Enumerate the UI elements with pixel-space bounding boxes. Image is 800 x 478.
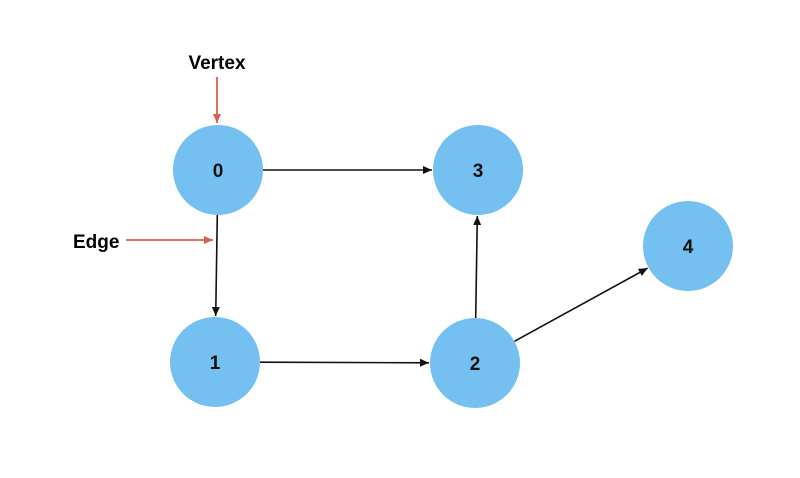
edge-0-to-1 (211, 214, 220, 317)
vertex-circle-0 (173, 125, 263, 215)
edges-layer (211, 166, 649, 367)
vertex-node-1: 1 (170, 317, 260, 407)
vertex-label-3: 3 (473, 161, 484, 182)
vertex-node-0: 0 (173, 125, 263, 215)
vertex-node-2: 2 (430, 318, 520, 408)
edge-2-to-3 (473, 215, 482, 319)
vertex-label-1: 1 (210, 353, 221, 374)
edge-1-to-2 (259, 358, 430, 367)
vertex-label-0: 0 (213, 161, 224, 182)
vertex-circle-1 (170, 317, 260, 407)
vertex-label-4: 4 (683, 237, 694, 258)
vertex-annotation-label: Vertex (188, 53, 245, 74)
annotations-layer: Vertex Edge (73, 53, 246, 253)
edge-annotation-label: Edge (73, 232, 119, 253)
nodes-layer: 0 3 4 1 2 (170, 125, 733, 408)
vertex-node-3: 3 (433, 125, 523, 215)
vertex-circle-2 (430, 318, 520, 408)
vertex-circle-3 (433, 125, 523, 215)
vertex-node-4: 4 (643, 201, 733, 291)
vertex-circle-4 (643, 201, 733, 291)
edge-2-to-4 (514, 267, 649, 343)
vertex-label-2: 2 (470, 354, 481, 375)
